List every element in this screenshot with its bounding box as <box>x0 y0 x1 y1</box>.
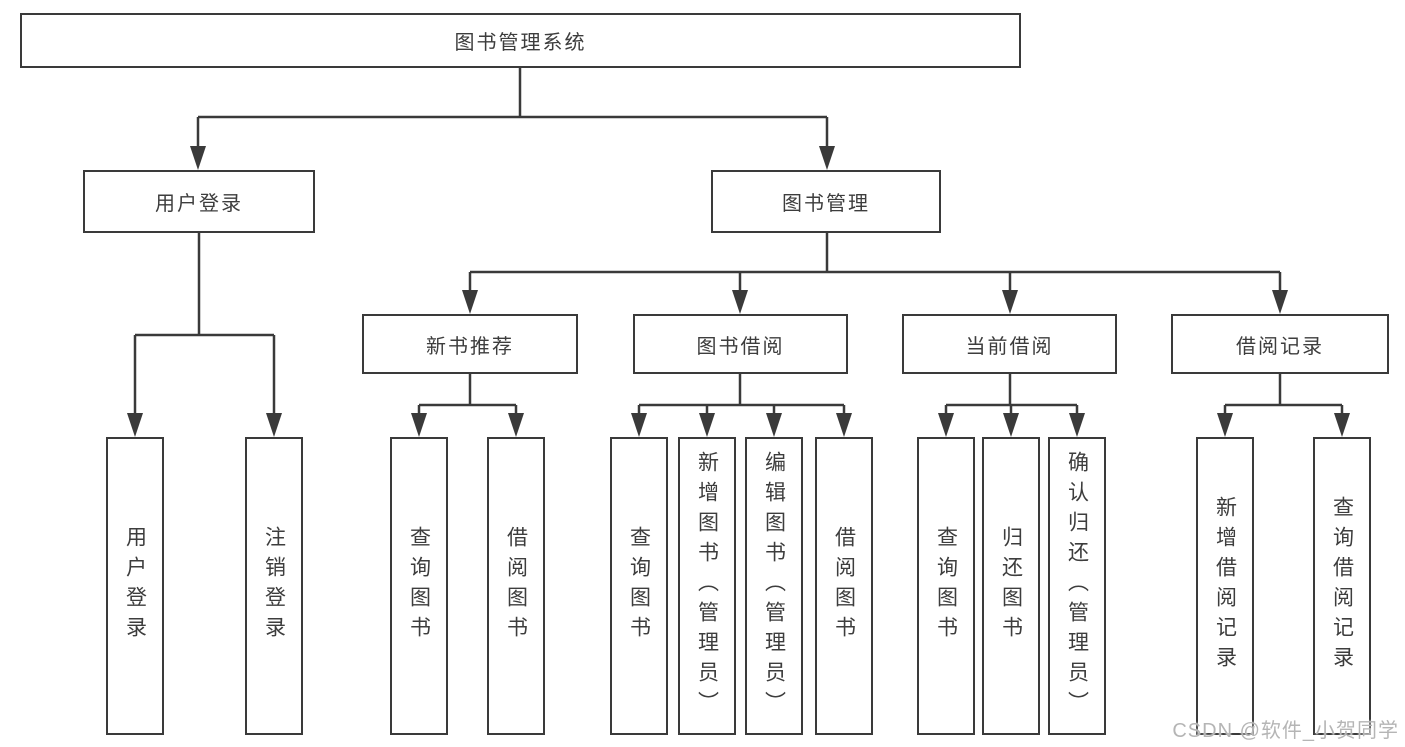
leaf-borrow-books-recommend: 借阅图书 <box>487 437 545 735</box>
node-book-borrowing-label: 图书借阅 <box>696 335 785 358</box>
leaf-query-books-borrowing: 查询图书 <box>610 437 668 735</box>
leaf-edit-books-admin: 编辑图书（管理员） <box>745 437 803 735</box>
node-book-borrowing: 图书借阅 <box>633 314 848 374</box>
leaf-add-books-admin-label: 新增图书（管理员） <box>695 451 719 721</box>
leaf-borrow-books: 借阅图书 <box>815 437 873 735</box>
leaf-query-books-current: 查询图书 <box>917 437 975 735</box>
leaf-query-borrow-record-label: 查询借阅记录 <box>1330 496 1354 676</box>
leaf-query-books-borrowing-label: 查询图书 <box>627 526 651 646</box>
leaf-logout: 注销登录 <box>245 437 303 735</box>
leaf-logout-label: 注销登录 <box>262 526 286 646</box>
node-user-login-branch-label: 用户登录 <box>155 193 243 215</box>
leaf-query-books-recommend: 查询图书 <box>390 437 448 735</box>
node-current-borrowing: 当前借阅 <box>902 314 1117 374</box>
leaf-confirm-return-admin-label: 确认归还（管理员） <box>1065 451 1089 721</box>
leaf-add-books-admin: 新增图书（管理员） <box>678 437 736 735</box>
connector-paths <box>133 68 1344 419</box>
leaf-return-books-label: 归还图书 <box>999 526 1023 646</box>
node-user-login-branch: 用户登录 <box>83 170 315 233</box>
leaf-confirm-return-admin: 确认归还（管理员） <box>1048 437 1106 735</box>
node-root-label: 图书管理系统 <box>454 32 587 54</box>
leaf-add-borrow-record: 新增借阅记录 <box>1196 437 1254 735</box>
node-book-management-branch-label: 图书管理 <box>782 193 870 215</box>
leaf-add-borrow-record-label: 新增借阅记录 <box>1213 496 1237 676</box>
node-root-system: 图书管理系统 <box>20 13 1021 68</box>
node-new-book-recommend-label: 新书推荐 <box>426 335 514 358</box>
leaf-return-books: 归还图书 <box>982 437 1040 735</box>
leaf-query-books-recommend-label: 查询图书 <box>407 526 431 646</box>
arrowheads <box>127 146 1350 437</box>
leaf-user-login-label: 用户登录 <box>123 526 147 646</box>
node-borrow-records-label: 借阅记录 <box>1236 335 1324 358</box>
leaf-borrow-books-label: 借阅图书 <box>832 526 856 646</box>
leaf-edit-books-admin-label: 编辑图书（管理员） <box>762 451 786 721</box>
leaf-query-books-current-label: 查询图书 <box>934 526 958 646</box>
leaf-user-login: 用户登录 <box>106 437 164 735</box>
node-current-borrowing-label: 当前借阅 <box>965 335 1054 358</box>
watermark: CSDN @软件_小贺同学 <box>1172 720 1399 742</box>
node-borrow-records: 借阅记录 <box>1171 314 1389 374</box>
leaf-borrow-books-recommend-label: 借阅图书 <box>504 526 528 646</box>
leaf-query-borrow-record: 查询借阅记录 <box>1313 437 1371 735</box>
node-new-book-recommend: 新书推荐 <box>362 314 578 374</box>
node-book-management-branch: 图书管理 <box>711 170 941 233</box>
